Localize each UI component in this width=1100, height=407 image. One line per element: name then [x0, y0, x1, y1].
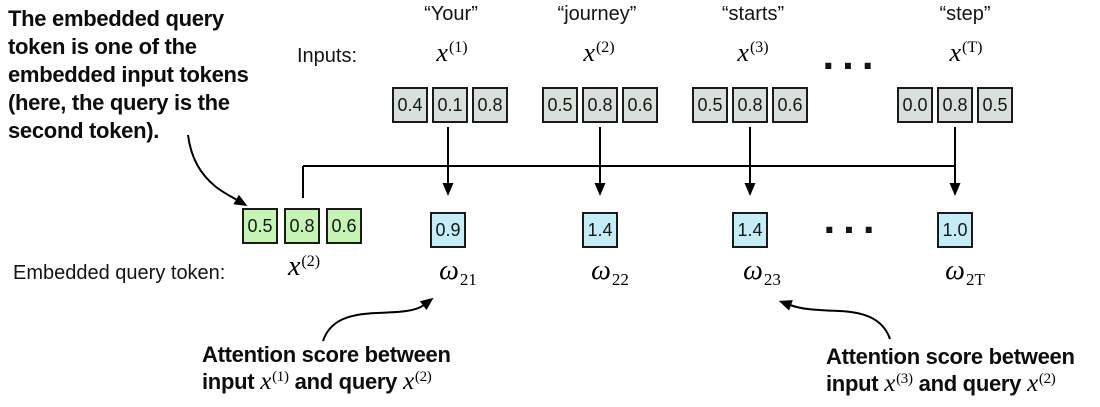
attention-score-box-2T: 1.0 — [937, 212, 973, 248]
omega-label-23: ω23 — [743, 255, 781, 290]
x-superscript: (3) — [749, 39, 769, 56]
token-word-your: “Your” — [424, 3, 478, 25]
ellipsis-top: ... — [822, 31, 882, 78]
ellipsis-middle: ... — [823, 195, 883, 242]
omega-subscript: 22 — [611, 270, 629, 289]
vector-cell: 0.5 — [692, 87, 728, 123]
x-superscript: (2) — [301, 253, 321, 270]
x-var: x — [260, 368, 272, 395]
left-annotation-arrow — [322, 297, 434, 342]
x-superscript: (2) — [414, 369, 432, 385]
note-line: second token). — [8, 118, 160, 143]
token-word-starts: “starts” — [721, 3, 785, 25]
input-vector-1: 0.4 0.1 0.8 — [392, 87, 508, 123]
x-var: x — [403, 368, 414, 395]
input-vector-3: 0.5 0.8 0.6 — [692, 87, 808, 123]
annotation-word: and query — [918, 371, 1022, 396]
vector-cell: 0.8 — [472, 87, 508, 123]
query-token-label: Embedded query token: — [13, 262, 226, 284]
query-vector: 0.5 0.8 0.6 — [242, 208, 362, 244]
omega-var: ω — [945, 255, 965, 286]
vector-cell: 0.6 — [622, 87, 658, 123]
x-var: x — [583, 38, 595, 67]
note-text: The embedded query token is one of the e… — [8, 5, 298, 145]
x-superscript: (2) — [595, 39, 615, 56]
input-vector-T: 0.0 0.8 0.5 — [897, 87, 1013, 123]
x-superscript: (1) — [448, 39, 468, 56]
omega-var: ω — [591, 255, 611, 286]
query-symbol-inline: x(2) — [1027, 370, 1056, 397]
vector-cell: 0.8 — [284, 208, 320, 244]
input-symbol-x1: x(1) — [436, 38, 467, 68]
vector-cell: 0.4 — [392, 87, 428, 123]
input-symbol-inline: x(3) — [884, 370, 913, 397]
x-superscript: (3) — [896, 371, 913, 387]
x-var: x — [287, 251, 301, 282]
omega-subscript: 21 — [459, 270, 477, 289]
vector-cell: 0.1 — [432, 87, 468, 123]
vector-cell: 0.0 — [897, 87, 933, 123]
omega-label-22: ω22 — [591, 255, 629, 290]
note-line: (here, the query is the — [8, 90, 230, 115]
omega-label-21: ω21 — [439, 255, 477, 290]
note-line: token is one of the — [8, 34, 197, 59]
annotation-right-title: Attention score between — [826, 344, 1075, 369]
omega-var: ω — [439, 255, 459, 286]
vector-cell: 0.5 — [242, 208, 278, 244]
x-superscript: (1) — [272, 369, 289, 385]
token-word-journey: “journey” — [557, 3, 637, 25]
input-symbol-inline: x(1) — [260, 368, 289, 395]
token-word-step: “step” — [939, 3, 991, 25]
inputs-label: Inputs: — [297, 45, 358, 67]
x-var: x — [737, 38, 749, 67]
x-var: x — [1027, 370, 1038, 397]
right-annotation-arrow — [778, 300, 891, 340]
vector-cell: 0.8 — [582, 87, 618, 123]
input-symbol-x3: x(3) — [737, 38, 768, 68]
annotation-word: input — [826, 371, 879, 396]
input-symbol-xT: x(T) — [950, 38, 983, 68]
x-var: x — [884, 370, 896, 397]
annotation-left-title: Attention score between — [202, 342, 451, 367]
annotation-word: and query — [294, 369, 398, 394]
note-line: The embedded query — [8, 6, 224, 31]
query-symbol-x2: x(2) — [288, 251, 320, 283]
note-line: embedded input tokens — [8, 62, 249, 87]
omega-subscript: 2T — [965, 270, 985, 289]
vector-cell: 0.6 — [326, 208, 362, 244]
x-superscript: (T) — [962, 39, 983, 56]
vector-cell: 0.8 — [937, 87, 973, 123]
input-vector-2: 0.5 0.8 0.6 — [542, 87, 658, 123]
vector-cell: 0.6 — [772, 87, 808, 123]
vector-cell: 0.5 — [977, 87, 1013, 123]
omega-label-2T: ω2T — [945, 255, 985, 290]
x-var: x — [436, 38, 448, 67]
vector-cell: 0.8 — [732, 87, 768, 123]
attention-score-box-22: 1.4 — [582, 212, 618, 248]
omega-var: ω — [743, 255, 763, 286]
attention-score-box-23: 1.4 — [732, 212, 768, 248]
x-superscript: (2) — [1038, 371, 1056, 387]
vector-cell: 0.5 — [542, 87, 578, 123]
attention-score-box-21: 0.9 — [430, 212, 466, 248]
annotation-word: input — [202, 369, 255, 394]
query-symbol-inline: x(2) — [403, 368, 432, 395]
input-symbol-x2: x(2) — [583, 38, 614, 68]
x-var: x — [949, 38, 962, 67]
omega-subscript: 23 — [763, 270, 781, 289]
